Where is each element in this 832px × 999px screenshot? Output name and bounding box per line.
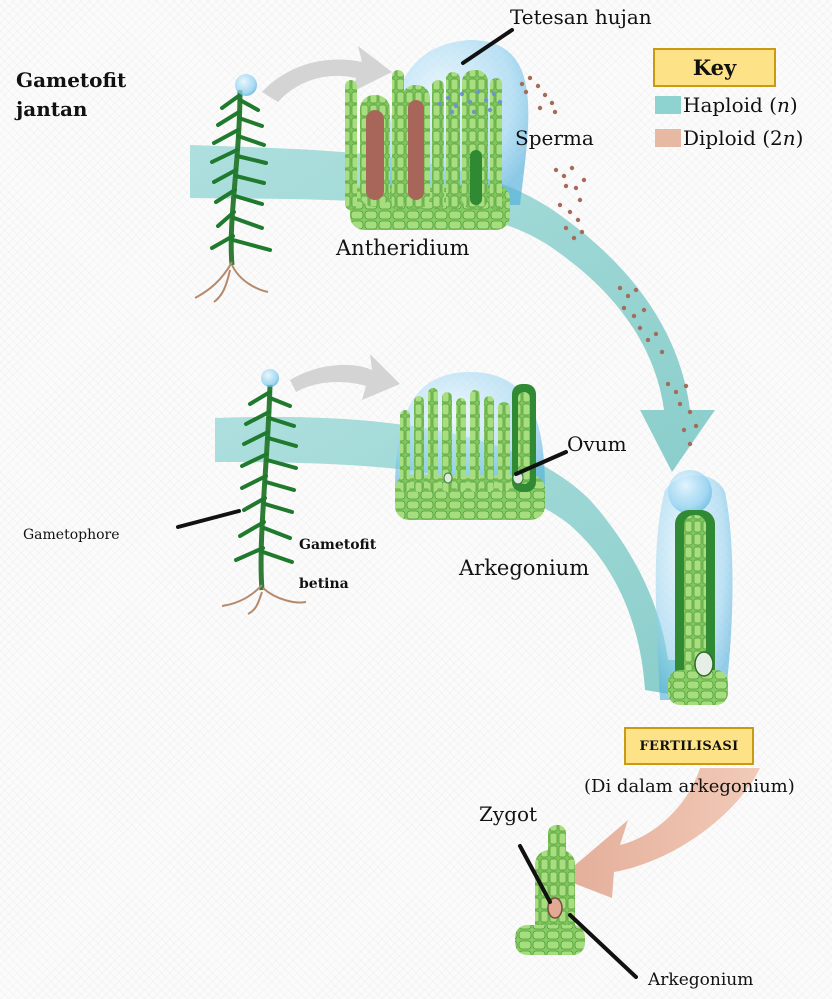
- key-title: Key: [693, 55, 736, 80]
- label-antheridium: Antheridium: [336, 236, 469, 260]
- fertilisasi-box: FERTILISASI: [624, 727, 754, 765]
- label-arkegonium-bottom: Arkegonium: [648, 970, 753, 990]
- label-tetesan-hujan: Tetesan hujan: [510, 5, 652, 29]
- label-gametophore: Gametophore: [23, 527, 120, 543]
- label-arkegonium: Arkegonium: [459, 556, 589, 580]
- archegonium-middle: [395, 372, 545, 520]
- archegonium-right: [656, 470, 733, 705]
- key-haploid-label: Haploid (n): [683, 93, 798, 117]
- label-sperma: Sperma: [515, 126, 594, 150]
- grey-arrow-middle: [290, 354, 400, 400]
- leader-gametophore: [178, 511, 239, 527]
- label-ovum: Ovum: [567, 432, 627, 456]
- label-di-dalam-arkegonium: (Di dalam arkegonium): [584, 776, 795, 797]
- grey-arrow-top: [262, 46, 392, 102]
- label-gametofit-jantan-line1: Gametofit: [16, 68, 126, 92]
- zygote-archegonium: [515, 825, 585, 955]
- haploid-swatch: [655, 96, 681, 114]
- key-diploid-label: Diploid (2n): [683, 126, 803, 150]
- label-gametofit-betina-line2: betina: [299, 576, 349, 592]
- female-gametophyte-plant: [222, 369, 306, 614]
- key-title-box: Key: [653, 48, 776, 87]
- label-zygot: Zygot: [479, 802, 537, 826]
- key-haploid-row: Haploid (n): [655, 93, 798, 117]
- label-gametofit-betina-line1: Gametofit: [299, 537, 376, 553]
- key-diploid-row: Diploid (2n): [655, 126, 803, 150]
- label-gametofit-jantan-line2: jantan: [16, 97, 87, 121]
- diploid-swatch: [655, 129, 681, 147]
- label-fertilisasi: FERTILISASI: [640, 739, 739, 754]
